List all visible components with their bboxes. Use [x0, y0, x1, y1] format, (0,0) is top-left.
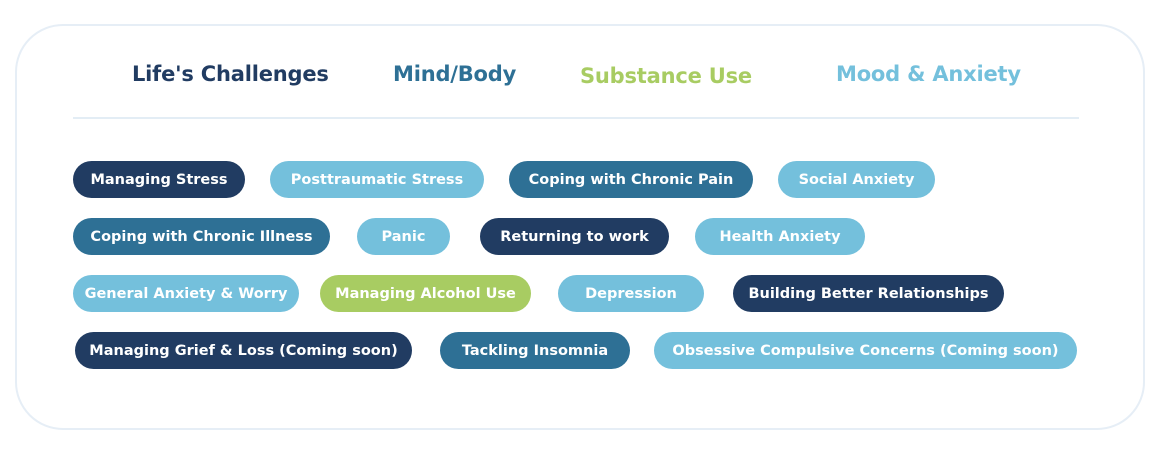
- topic-health-anxiety[interactable]: Health Anxiety: [695, 218, 865, 255]
- category-lifes-challenges[interactable]: Life's Challenges: [132, 62, 329, 86]
- category-mood-anxiety[interactable]: Mood & Anxiety: [836, 62, 1021, 86]
- topic-building-better-relationships[interactable]: Building Better Relationships: [733, 275, 1004, 312]
- topic-posttraumatic-stress[interactable]: Posttraumatic Stress: [270, 161, 484, 198]
- topic-tackling-insomnia[interactable]: Tackling Insomnia: [440, 332, 630, 369]
- category-substance-use[interactable]: Substance Use: [580, 64, 752, 88]
- topic-coping-chronic-illness[interactable]: Coping with Chronic Illness: [73, 218, 330, 255]
- topic-obsessive-compulsive-concerns[interactable]: Obsessive Compulsive Concerns (Coming so…: [654, 332, 1077, 369]
- topic-coping-chronic-pain[interactable]: Coping with Chronic Pain: [509, 161, 753, 198]
- topic-social-anxiety[interactable]: Social Anxiety: [778, 161, 935, 198]
- topic-panic[interactable]: Panic: [357, 218, 450, 255]
- topic-general-anxiety-worry[interactable]: General Anxiety & Worry: [73, 275, 299, 312]
- category-mind-body[interactable]: Mind/Body: [393, 62, 517, 86]
- topic-depression[interactable]: Depression: [558, 275, 704, 312]
- topic-managing-stress[interactable]: Managing Stress: [73, 161, 245, 198]
- topic-returning-to-work[interactable]: Returning to work: [480, 218, 669, 255]
- header-divider: [73, 117, 1079, 119]
- topic-managing-alcohol-use[interactable]: Managing Alcohol Use: [320, 275, 531, 312]
- topic-managing-grief-loss[interactable]: Managing Grief & Loss (Coming soon): [75, 332, 412, 369]
